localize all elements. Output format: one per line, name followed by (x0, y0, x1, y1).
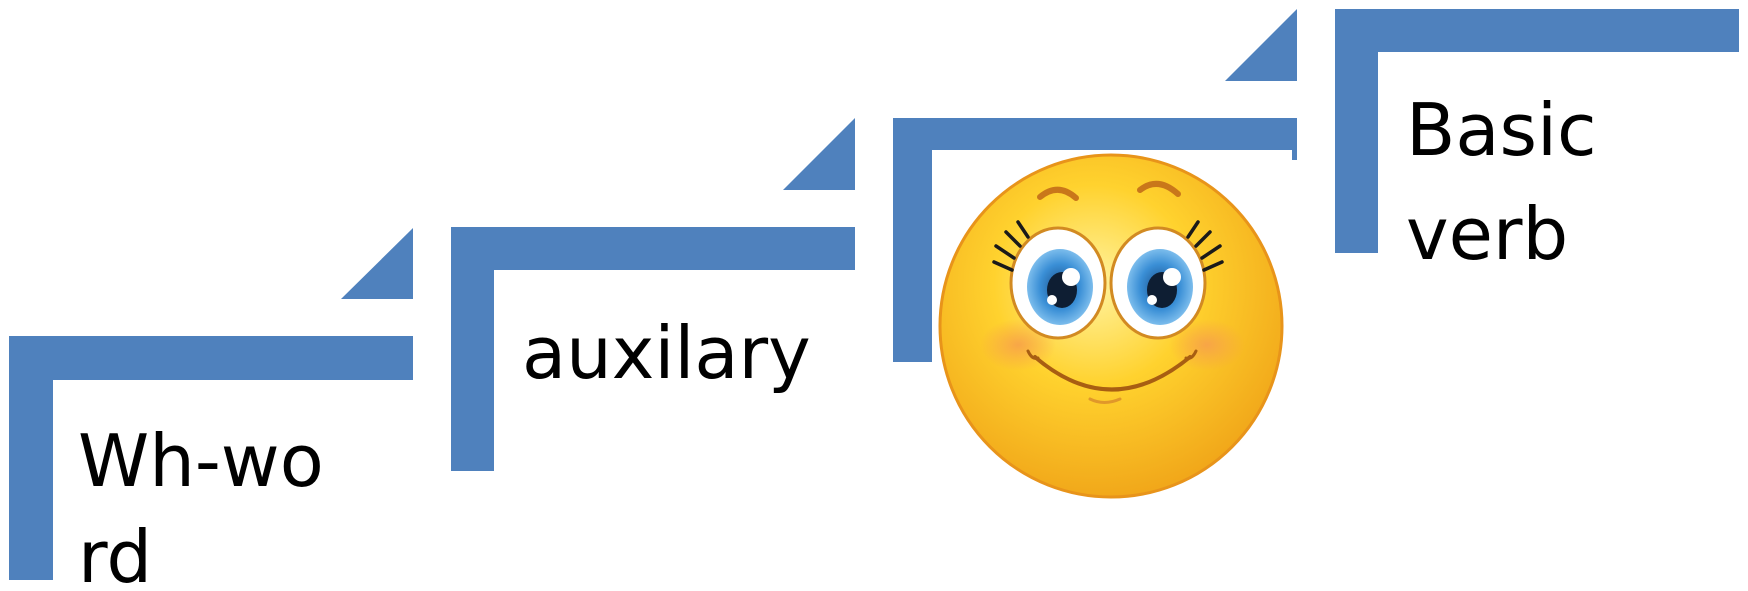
step-auxiliary-arrow (783, 118, 855, 190)
step-wh-word: Wh-wo rd (9, 228, 413, 591)
step-auxiliary-line-1: auxilary (522, 311, 811, 395)
step-wh-word-label: Wh-wo rd (78, 419, 347, 591)
step-subject (893, 9, 1297, 497)
step-basic-verb: Basic verb (1335, 9, 1739, 276)
step-wh-word-line-1: Wh-wo (78, 419, 324, 503)
step-basic-verb-line-1: Basic (1406, 88, 1597, 172)
step-basic-verb-line-2: verb (1406, 192, 1568, 276)
step-auxiliary: auxilary (451, 118, 855, 471)
step-subject-arrow (1225, 9, 1297, 81)
smiley-face-icon (940, 155, 1282, 497)
step-wh-word-arrow (341, 228, 413, 299)
step-basic-verb-label: Basic verb (1406, 88, 1620, 276)
step-wh-word-line-2: rd (78, 515, 152, 591)
step-auxiliary-label: auxilary (522, 311, 811, 395)
